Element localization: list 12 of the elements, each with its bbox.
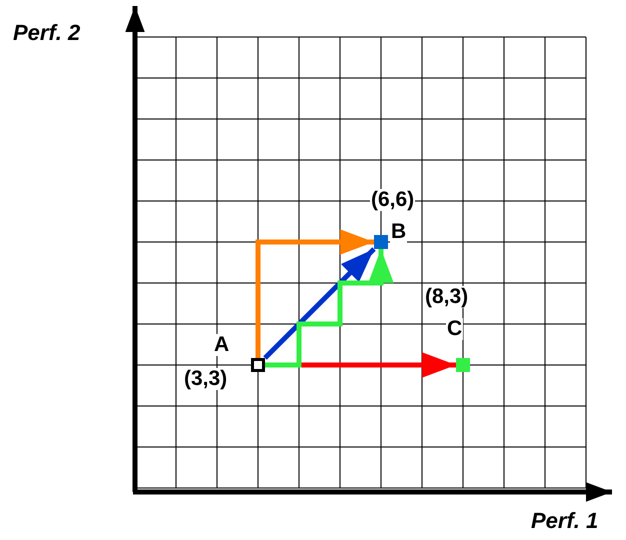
coordinate-label: (3,3) — [183, 368, 228, 390]
point-label: A — [213, 334, 230, 356]
point-marker — [374, 235, 388, 249]
point-marker — [251, 358, 265, 372]
arrow — [263, 247, 376, 360]
point-marker — [456, 358, 470, 372]
point-label: C — [446, 318, 464, 340]
arrow — [265, 249, 394, 368]
arrow — [256, 229, 374, 358]
point-label: B — [390, 221, 408, 243]
coordinate-label: (6,6) — [370, 189, 416, 211]
coordinate-label: (8,3) — [424, 286, 470, 308]
